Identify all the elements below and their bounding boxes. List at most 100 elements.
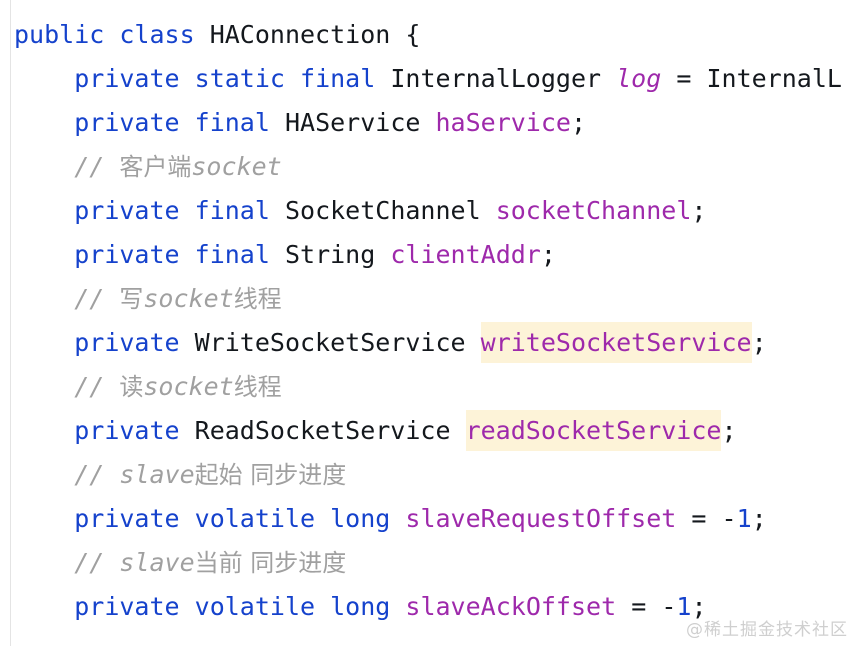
code-token: 1 bbox=[736, 504, 752, 533]
code-token: socket bbox=[191, 152, 282, 181]
code-token: ; bbox=[721, 416, 737, 445]
code-token: private bbox=[74, 592, 180, 621]
code-token: { bbox=[405, 20, 421, 49]
code-line[interactable]: private volatile long slaveRequestOffset… bbox=[0, 497, 860, 541]
code-token: socketChannel bbox=[495, 196, 692, 225]
code-token: = bbox=[676, 64, 692, 93]
code-token bbox=[601, 64, 616, 93]
code-token bbox=[180, 328, 195, 357]
code-token: volatile bbox=[194, 592, 316, 621]
code-indent bbox=[14, 416, 74, 445]
code-token bbox=[390, 592, 405, 621]
code-token: HAConnection bbox=[209, 20, 391, 49]
code-line[interactable]: private ReadSocketService readSocketServ… bbox=[0, 409, 860, 453]
code-token: ; bbox=[691, 592, 707, 621]
code-token: slaveAckOffset bbox=[405, 592, 617, 621]
code-line[interactable]: public class HAConnection { bbox=[0, 13, 860, 57]
code-token: public bbox=[14, 20, 105, 49]
code-token: long bbox=[330, 592, 391, 621]
code-token: private bbox=[74, 328, 180, 357]
code-token: ; bbox=[751, 328, 767, 357]
code-line[interactable]: private final HAService haService; bbox=[0, 101, 860, 145]
code-token: socket bbox=[143, 372, 234, 401]
code-indent bbox=[14, 284, 74, 313]
code-token bbox=[180, 504, 195, 533]
code-token: log bbox=[616, 64, 662, 93]
code-token: 读 bbox=[119, 373, 144, 401]
code-indent bbox=[14, 64, 74, 93]
code-token: 客户端 bbox=[119, 153, 192, 181]
code-token bbox=[661, 64, 676, 93]
code-token bbox=[616, 592, 631, 621]
code-token bbox=[270, 240, 285, 269]
code-token bbox=[180, 416, 195, 445]
code-token bbox=[180, 196, 195, 225]
code-token: slaveRequestOffset bbox=[405, 504, 677, 533]
code-token: slave bbox=[119, 460, 195, 489]
code-token bbox=[451, 416, 466, 445]
code-token: private bbox=[74, 196, 180, 225]
code-token: 1 bbox=[676, 592, 692, 621]
code-line[interactable]: private final String clientAddr; bbox=[0, 233, 860, 277]
code-token bbox=[390, 504, 405, 533]
code-line[interactable]: private static final InternalLogger log … bbox=[0, 57, 860, 101]
code-token: 起始 同步进度 bbox=[194, 461, 347, 489]
code-token-highlighted: readSocketService bbox=[465, 410, 722, 451]
code-token: ; bbox=[691, 196, 707, 225]
code-line[interactable]: // 写socket线程 bbox=[0, 277, 860, 321]
code-line[interactable]: // slave起始 同步进度 bbox=[0, 453, 860, 497]
code-token: slave bbox=[119, 548, 195, 577]
code-token: final bbox=[194, 240, 270, 269]
code-line[interactable]: private WriteSocketService writeSocketSe… bbox=[0, 321, 860, 365]
code-token bbox=[481, 196, 496, 225]
code-line[interactable]: // 客户端socket bbox=[0, 145, 860, 189]
code-token: static bbox=[194, 64, 285, 93]
code-token: ; bbox=[751, 504, 767, 533]
code-token bbox=[390, 20, 405, 49]
code-indent bbox=[14, 108, 74, 137]
code-token bbox=[180, 592, 195, 621]
code-token: 线程 bbox=[233, 373, 282, 401]
code-token: ; bbox=[570, 108, 587, 137]
code-token bbox=[676, 504, 691, 533]
code-token: - bbox=[661, 592, 677, 621]
code-token bbox=[270, 108, 285, 137]
code-token bbox=[180, 64, 195, 93]
code-token: volatile bbox=[194, 504, 316, 533]
code-token: = bbox=[691, 504, 707, 533]
code-token: ReadSocketService bbox=[194, 416, 451, 445]
code-indent bbox=[14, 152, 74, 181]
code-token: final bbox=[194, 196, 270, 225]
code-line[interactable]: // 读socket线程 bbox=[0, 365, 860, 409]
code-token bbox=[691, 64, 706, 93]
code-token bbox=[375, 64, 390, 93]
code-token bbox=[375, 240, 390, 269]
code-token: class bbox=[119, 20, 195, 49]
code-block[interactable]: public class HAConnection { private stat… bbox=[0, 0, 860, 629]
code-indent bbox=[14, 328, 74, 357]
code-token bbox=[270, 196, 285, 225]
code-token: 当前 同步进度 bbox=[194, 549, 347, 577]
code-token bbox=[706, 504, 721, 533]
code-indent bbox=[14, 548, 74, 577]
code-line[interactable]: private final SocketChannel socketChanne… bbox=[0, 189, 860, 233]
code-line[interactable]: // slave当前 同步进度 bbox=[0, 541, 860, 585]
code-token: 写 bbox=[119, 285, 144, 313]
code-token: // bbox=[74, 372, 120, 401]
code-token bbox=[285, 64, 300, 93]
code-token bbox=[646, 592, 661, 621]
code-token: = bbox=[631, 592, 647, 621]
code-token: 线程 bbox=[233, 285, 282, 313]
code-line[interactable]: private volatile long slaveAckOffset = -… bbox=[0, 585, 860, 629]
code-indent bbox=[14, 504, 74, 533]
code-token: // bbox=[74, 548, 120, 577]
code-token bbox=[420, 108, 435, 137]
code-token bbox=[180, 240, 195, 269]
code-token bbox=[180, 108, 195, 137]
code-token: // bbox=[74, 284, 120, 313]
code-token: private bbox=[74, 108, 180, 137]
code-token: socket bbox=[143, 284, 234, 313]
code-indent bbox=[14, 460, 74, 489]
code-token: haService bbox=[435, 108, 571, 137]
